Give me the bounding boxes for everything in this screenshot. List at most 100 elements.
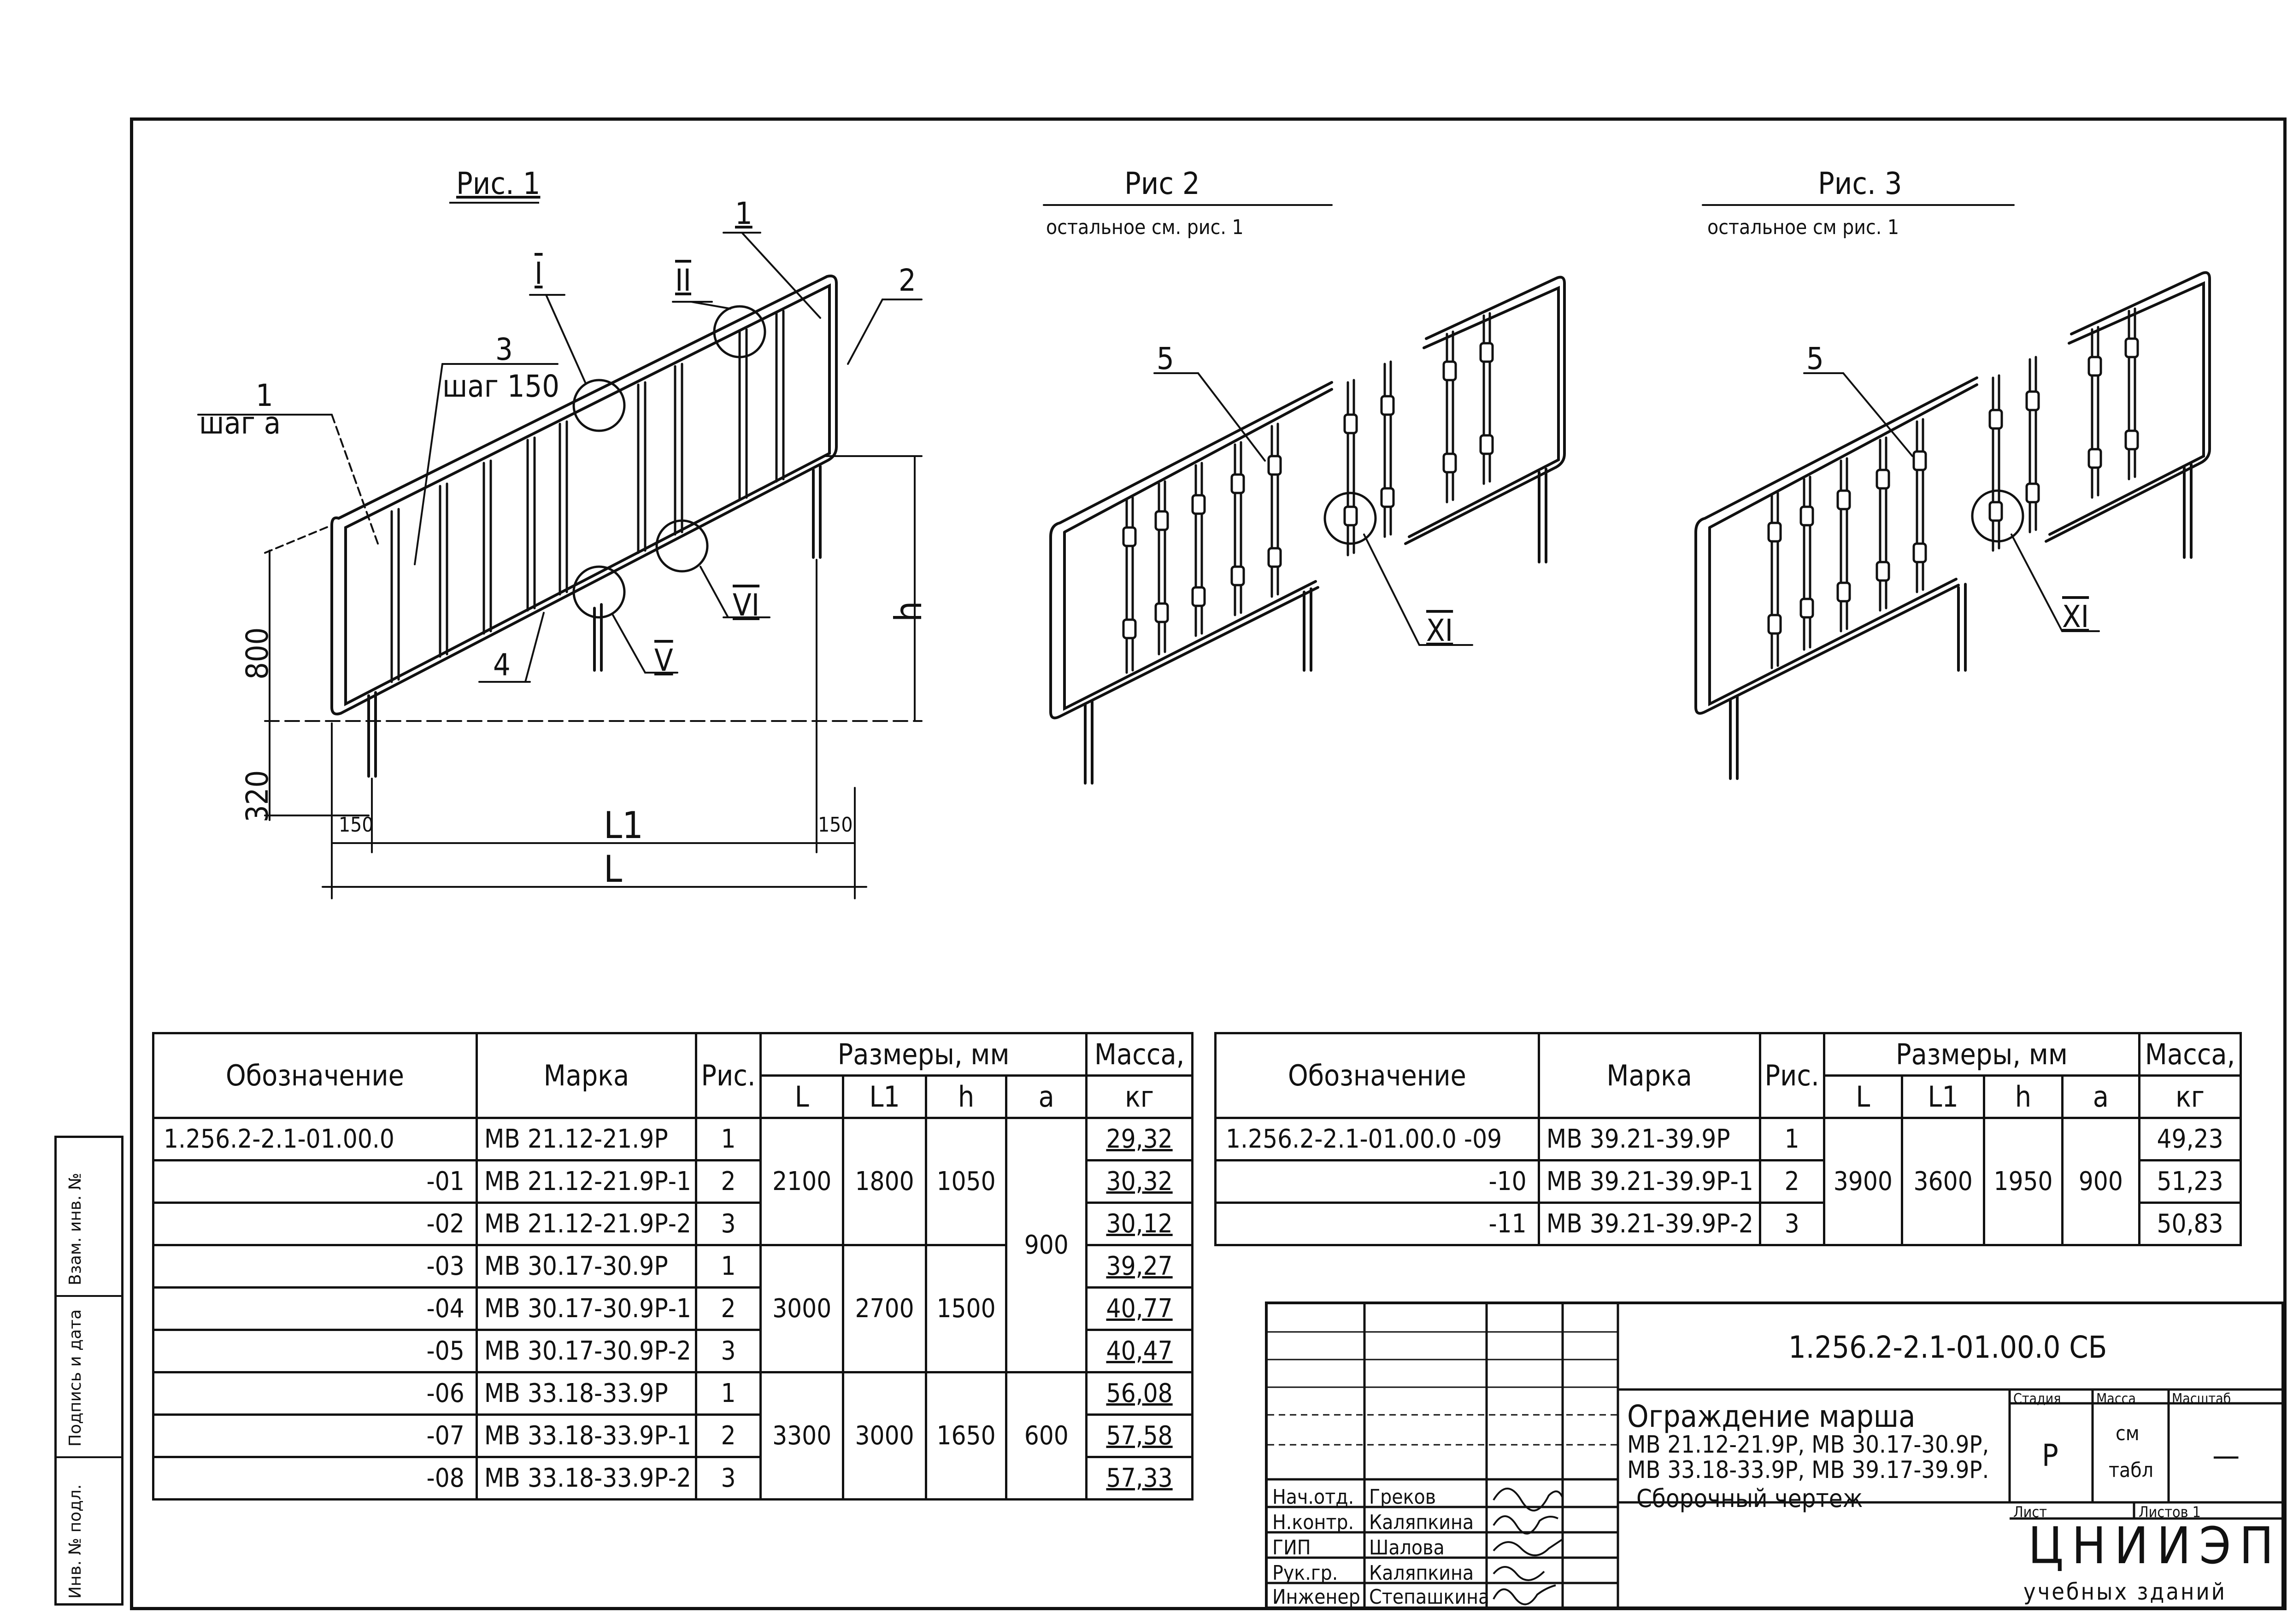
name-0: Греков bbox=[1369, 1485, 1436, 1509]
fig1-pos-4: 4 bbox=[493, 647, 511, 683]
fig2-title: Рис 2 bbox=[1124, 166, 1200, 201]
th-sizes: Размеры, мм bbox=[1823, 1032, 2141, 1077]
side-orig-inv: Инв. № подл. bbox=[66, 1484, 85, 1599]
fig3-inner-frame bbox=[1708, 281, 2205, 706]
mass-label: Масса bbox=[2096, 1391, 2136, 1407]
org-name: ЦНИИЭП bbox=[2028, 1516, 2282, 1575]
org-subtitle: учебных зданий bbox=[2023, 1578, 2227, 1605]
side-replace-inv: Взам. инв. № bbox=[66, 1173, 85, 1285]
group3-L1: 3000 bbox=[842, 1371, 927, 1501]
fig1-leaders bbox=[197, 232, 923, 683]
role-2: ГИП bbox=[1272, 1536, 1311, 1560]
table-right: Обозначение Марка Рис. Размеры, мм Масса… bbox=[1214, 1032, 2242, 1246]
table-row: -04 МВ 30.17-30.9Р-1 2 40,77 bbox=[152, 1286, 1194, 1331]
fig1-step-a: шаг a bbox=[199, 405, 281, 441]
fig2-node-XI-circle bbox=[1323, 492, 1377, 545]
side-sign-date: Подпись и дата bbox=[66, 1309, 85, 1447]
table-row: -02 МВ 21.12-21.9Р-2 3 30,12 bbox=[152, 1202, 1194, 1246]
fig3-title: Рис. 3 bbox=[1818, 166, 1902, 201]
mass-value-2: табл bbox=[2109, 1459, 2154, 1482]
fig1-node-I: I bbox=[535, 256, 543, 291]
fig2-inner-frame bbox=[1063, 286, 1560, 711]
fig1-pos-3: 3 bbox=[495, 332, 513, 367]
th-mark: Марка bbox=[475, 1032, 697, 1119]
role-3: Рук.гр. bbox=[1272, 1561, 1338, 1585]
group2-L: 3000 bbox=[759, 1244, 845, 1373]
th-h: h bbox=[924, 1074, 1008, 1119]
fig1-node-V-circle bbox=[572, 565, 626, 619]
group-L1: 3600 bbox=[1900, 1117, 1986, 1246]
title-line-3: МВ 33.18-33.9Р, МВ 39.17-39.9Р. bbox=[1627, 1456, 1989, 1484]
fig1-inner-frame bbox=[344, 283, 831, 706]
fig2-subtitle: остальное см. рис. 1 bbox=[1046, 216, 1244, 239]
table-row: -10 МВ 39.21-39.9Р-1 2 51,23 bbox=[1214, 1159, 2242, 1204]
fig1-node-II: II bbox=[675, 263, 691, 298]
fig1-dim-h: h bbox=[887, 601, 930, 622]
fig2-leaders bbox=[1043, 204, 1473, 646]
title-line-4: Сборочный чертеж bbox=[1636, 1484, 1863, 1513]
name-4: Степашкина bbox=[1369, 1585, 1490, 1609]
scale-label: Масштаб bbox=[2172, 1391, 2231, 1407]
fig1-pos-2: 2 bbox=[899, 263, 916, 298]
table-row: -03 МВ 30.17-30.9Р 1 3000 2700 1500 39,2… bbox=[152, 1244, 1194, 1373]
th-sizes: Размеры, мм bbox=[759, 1032, 1088, 1077]
group2-L1: 2700 bbox=[842, 1244, 927, 1373]
fig1-outer-frame bbox=[330, 275, 838, 715]
group-a: 900 bbox=[2061, 1117, 2141, 1246]
table-row: -07 МВ 33.18-33.9Р-1 2 57,58 bbox=[152, 1413, 1194, 1458]
sheet-label: Лист bbox=[2013, 1503, 2047, 1521]
th-mass-unit: кг bbox=[1085, 1074, 1194, 1119]
th-a: a bbox=[1005, 1074, 1088, 1119]
figure-1 bbox=[197, 232, 923, 899]
th-mass: Масса, bbox=[2138, 1032, 2242, 1077]
fig1-node-I-circle bbox=[572, 379, 626, 432]
th-designation: Обозначение bbox=[1214, 1032, 1540, 1119]
title-line-1: Ограждение марша bbox=[1627, 1399, 1916, 1434]
fig1-step-150: шаг 150 bbox=[442, 369, 560, 404]
a-900: 900 bbox=[1005, 1117, 1088, 1373]
fig1-title: Рис. 1 bbox=[456, 166, 541, 201]
sheets-label: Листов 1 bbox=[2139, 1503, 2201, 1521]
fig3-baluster-inserts bbox=[1767, 337, 2139, 635]
figure-3 bbox=[1694, 204, 2211, 780]
table-row: 1.256.2-2.1-01.00.0 -09 МВ 39.21-39.9Р 1… bbox=[1214, 1117, 2242, 1246]
th-L: L bbox=[759, 1074, 845, 1119]
fig2-pos-5: 5 bbox=[1157, 341, 1174, 376]
figure-2 bbox=[1043, 204, 1566, 785]
table-row: -06 МВ 33.18-33.9Р 1 3300 3000 1650 600 … bbox=[152, 1371, 1194, 1501]
group1-L: 2100 bbox=[759, 1117, 845, 1246]
th-a: a bbox=[2061, 1074, 2141, 1119]
th-mass: Масса, bbox=[1085, 1032, 1194, 1077]
fig1-dim-150-right: 150 bbox=[818, 813, 853, 837]
fig1-dim-150-left: 150 bbox=[339, 813, 374, 837]
table-row: 1.256.2-2.1-01.00.0 МВ 21.12-21.9Р 1 210… bbox=[152, 1117, 1194, 1373]
drawing-frame bbox=[130, 117, 2287, 1610]
fig1-node-VI-circle bbox=[655, 519, 709, 573]
th-mass-unit: кг bbox=[2138, 1074, 2242, 1119]
fig1-dim-L: L bbox=[604, 848, 623, 891]
fig3-leaders bbox=[1702, 204, 2100, 632]
th-designation: Обозначение bbox=[152, 1032, 478, 1119]
fig3-outer-frame bbox=[1694, 271, 2211, 715]
th-fig: Рис. bbox=[694, 1032, 762, 1119]
fig3-pos-5: 5 bbox=[1806, 341, 1824, 376]
mass-value-1: см bbox=[2116, 1422, 2140, 1445]
signatures bbox=[1493, 1488, 1564, 1606]
th-mark: Марка bbox=[1537, 1032, 1761, 1119]
doc-code: 1.256.2-2.1-01.00.0 СБ bbox=[1788, 1330, 2107, 1365]
group1-h: 1050 bbox=[924, 1117, 1008, 1246]
stage-value: Р bbox=[2042, 1438, 2058, 1473]
group2-h: 1500 bbox=[924, 1244, 1008, 1373]
role-0: Нач.отд. bbox=[1272, 1485, 1354, 1509]
fig1-pos-1a: 1 bbox=[256, 378, 273, 413]
fig3-node-XI: XI bbox=[2062, 599, 2089, 634]
table-row: -01 МВ 21.12-21.9Р-1 2 30,32 bbox=[152, 1159, 1194, 1204]
th-L: L bbox=[1823, 1074, 1903, 1119]
th-L1: L1 bbox=[842, 1074, 927, 1119]
th-L1: L1 bbox=[1900, 1074, 1986, 1119]
fig1-balusters bbox=[390, 310, 785, 683]
side-approval-block: Взам. инв. № Подпись и дата Инв. № подл. bbox=[54, 1136, 123, 1606]
group1-L1: 1800 bbox=[842, 1117, 927, 1246]
fig3-node-XI-circle bbox=[1971, 489, 2024, 543]
